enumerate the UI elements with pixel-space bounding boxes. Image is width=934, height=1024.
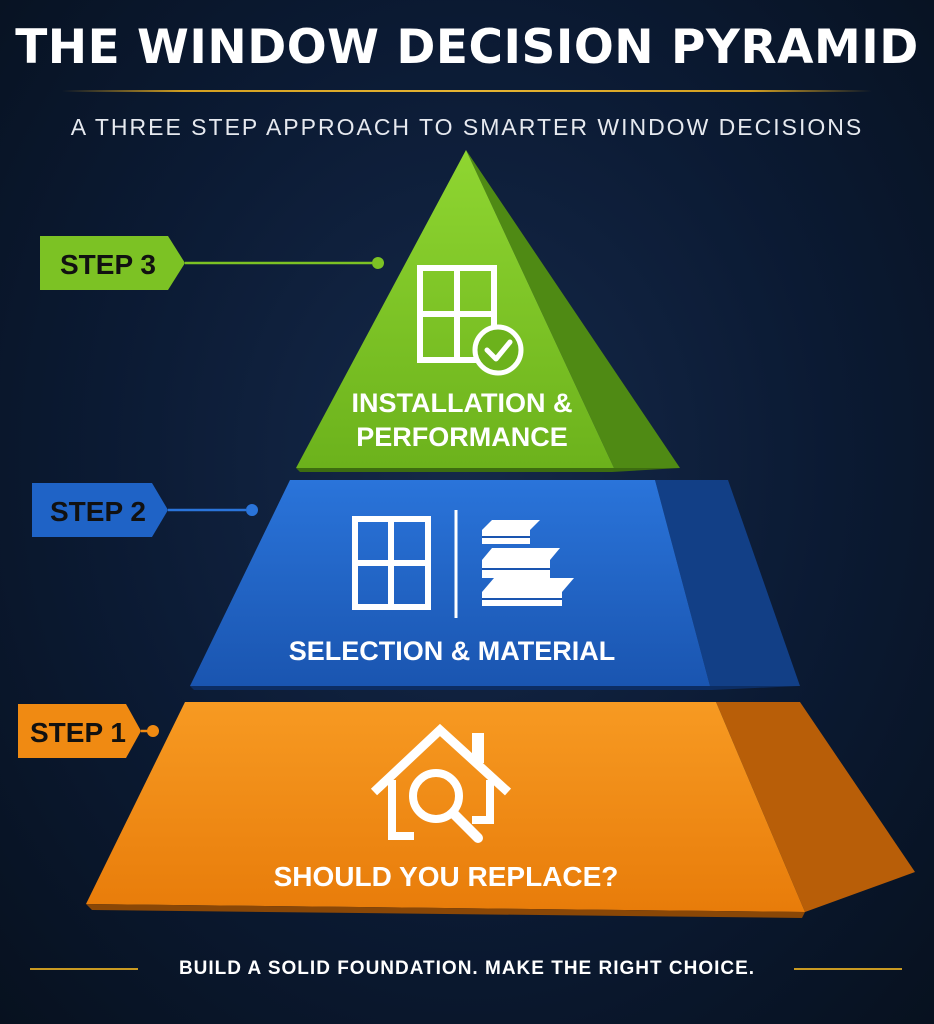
step-1-tag-shape bbox=[18, 704, 141, 758]
step-2-tag-shape bbox=[32, 483, 168, 537]
level-2-base-edge bbox=[190, 686, 800, 690]
level-3-label-line1: INSTALLATION & bbox=[352, 388, 573, 418]
footer-divider-left bbox=[30, 968, 138, 970]
level-2-label: SELECTION & MATERIAL bbox=[289, 636, 616, 666]
title-divider bbox=[62, 90, 872, 92]
step-2-connector-dot bbox=[246, 504, 258, 516]
step-1-tag: STEP 1 bbox=[18, 704, 159, 758]
step-3-tag: STEP 3 bbox=[40, 236, 384, 290]
material-stack-icon bbox=[482, 520, 574, 606]
level-1-label: SHOULD YOU REPLACE? bbox=[274, 861, 619, 892]
footer-divider-right bbox=[794, 968, 902, 970]
window-check-icon bbox=[417, 265, 524, 376]
level-1-base-edge bbox=[86, 904, 805, 918]
step-2-tag: STEP 2 bbox=[32, 483, 258, 537]
footer-tagline: BUILD A SOLID FOUNDATION. MAKE THE RIGHT… bbox=[178, 958, 756, 979]
window-icon bbox=[352, 516, 431, 610]
step-3-connector-dot bbox=[372, 257, 384, 269]
step-1-connector-dot bbox=[147, 725, 159, 737]
step-2-label: STEP 2 bbox=[50, 496, 146, 527]
house-search-icon bbox=[370, 723, 512, 843]
step-1-label: STEP 1 bbox=[30, 717, 126, 748]
step-3-label: STEP 3 bbox=[60, 249, 156, 280]
pyramid-level-1: SHOULD YOU REPLACE? bbox=[86, 702, 915, 918]
level-2-side bbox=[655, 480, 800, 686]
page-title: THE WINDOW DECISION PYRAMID bbox=[15, 20, 919, 75]
level-3-label-line2: PERFORMANCE bbox=[356, 422, 568, 452]
level-1-side bbox=[716, 702, 915, 912]
level-3-side bbox=[466, 150, 680, 468]
pyramid-level-3: INSTALLATION & PERFORMANCE bbox=[296, 150, 680, 472]
level-3-base-edge bbox=[296, 468, 680, 472]
level-1-face bbox=[86, 702, 805, 912]
pyramid-level-2: SELECTION & MATERIAL bbox=[190, 480, 800, 690]
page-subtitle: A THREE STEP APPROACH TO SMARTER WINDOW … bbox=[70, 114, 864, 140]
step-3-tag-shape bbox=[40, 236, 185, 290]
level-2-face bbox=[190, 480, 710, 686]
